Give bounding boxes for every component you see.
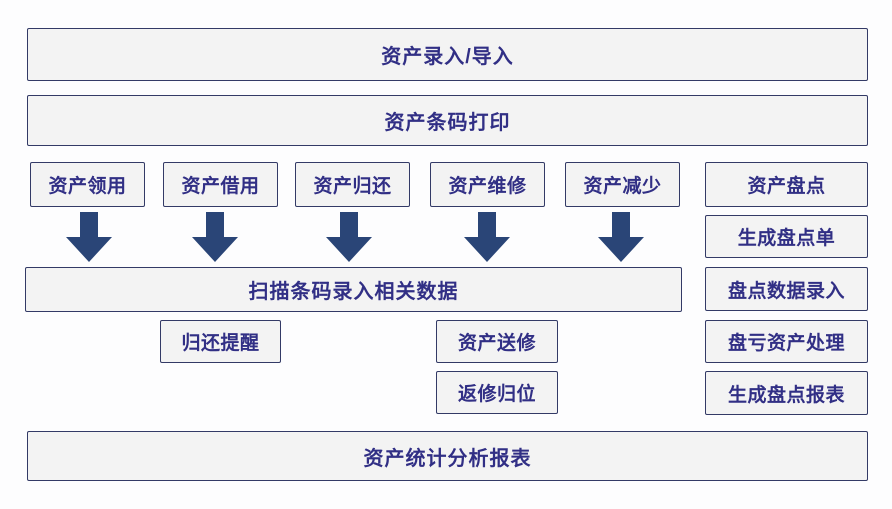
node-repair-return-position: 返修归位 <box>436 371 558 414</box>
node-label: 资产领用 <box>48 176 127 197</box>
node-label: 盘亏资产处理 <box>727 333 845 354</box>
node-label: 盘点数据录入 <box>727 280 845 302</box>
node-label: 资产条码打印 <box>384 112 511 134</box>
node-inventory-loss-handling: 盘亏资产处理 <box>705 320 868 363</box>
node-label: 资产盘点 <box>747 176 826 197</box>
node-label: 扫描条码录入相关数据 <box>248 281 459 303</box>
node-asset-statistics-report: 资产统计分析报表 <box>27 431 868 481</box>
node-label: 资产统计分析报表 <box>363 447 532 470</box>
node-inventory-data-entry: 盘点数据录入 <box>705 267 868 311</box>
down-arrow-icon <box>464 212 510 262</box>
node-label: 生成盘点单 <box>737 228 836 249</box>
node-label: 资产录入/导入 <box>381 46 514 68</box>
down-arrow-icon <box>192 212 238 262</box>
node-asset-return: 资产归还 <box>295 162 410 207</box>
node-asset-entry-import: 资产录入/导入 <box>27 28 868 81</box>
node-scan-barcode-data-entry: 扫描条码录入相关数据 <box>25 267 682 312</box>
node-generate-inventory-report: 生成盘点报表 <box>705 371 868 415</box>
node-asset-send-repair: 资产送修 <box>436 320 558 363</box>
node-return-reminder: 归还提醒 <box>160 320 281 363</box>
node-asset-inventory: 资产盘点 <box>705 162 868 207</box>
node-asset-requisition: 资产领用 <box>30 162 145 207</box>
node-label: 资产减少 <box>583 176 662 197</box>
node-label: 生成盘点报表 <box>727 384 845 406</box>
node-label: 资产维修 <box>448 176 527 197</box>
node-label: 返修归位 <box>457 384 536 405</box>
node-asset-reduction: 资产减少 <box>565 162 680 207</box>
node-label: 归还提醒 <box>181 333 260 354</box>
node-label: 资产送修 <box>457 333 536 354</box>
down-arrow-icon <box>598 212 644 262</box>
node-asset-barcode-print: 资产条码打印 <box>27 95 868 146</box>
down-arrow-icon <box>66 212 112 262</box>
down-arrow-icon <box>326 212 372 262</box>
node-label: 资产归还 <box>313 176 392 197</box>
node-asset-repair: 资产维修 <box>430 162 545 207</box>
node-generate-inventory-list: 生成盘点单 <box>705 215 868 258</box>
node-asset-borrow: 资产借用 <box>163 162 278 207</box>
node-label: 资产借用 <box>181 176 260 197</box>
